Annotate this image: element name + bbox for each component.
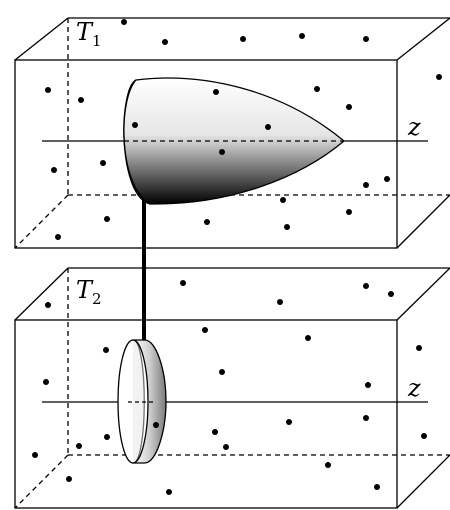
particle <box>104 434 110 440</box>
top-box-front-face <box>14 59 398 249</box>
particle <box>240 36 246 42</box>
particle <box>202 327 208 333</box>
particle <box>219 149 225 155</box>
disk-object <box>117 339 167 464</box>
bottom-temperature-label: T <box>76 276 94 304</box>
top-box-right-depth-top <box>396 17 450 61</box>
particle <box>363 415 369 421</box>
particle <box>100 160 106 166</box>
particle <box>180 280 186 286</box>
bottom-box-right-depth-top <box>396 267 450 321</box>
particle <box>284 224 290 230</box>
particle <box>421 433 427 439</box>
particle <box>384 176 390 182</box>
top-box-right-depth-bottom <box>396 194 450 249</box>
paraboloid-base-rim <box>123 79 151 205</box>
top-axis-label: z <box>407 113 421 141</box>
particle <box>277 299 283 305</box>
top-temperature-label: T <box>76 18 94 46</box>
particle <box>76 443 82 449</box>
particle <box>363 36 369 42</box>
particle <box>325 462 331 468</box>
particle <box>166 489 172 495</box>
bottom-box <box>14 267 450 509</box>
top-box-hidden-depth-edge <box>14 194 69 249</box>
particle <box>103 347 109 353</box>
particle <box>374 484 380 490</box>
particle <box>219 369 225 375</box>
bottom-box-hidden-depth-edge <box>14 454 69 509</box>
particle <box>314 86 320 92</box>
particle <box>45 87 51 93</box>
particle <box>162 39 168 45</box>
top-box-left-depth-top <box>14 17 69 61</box>
particle <box>280 197 286 203</box>
particle <box>51 167 57 173</box>
particle <box>436 74 442 80</box>
particle <box>265 124 271 130</box>
top-box <box>14 17 450 249</box>
particle <box>55 234 61 240</box>
bottom-box-left-depth-top <box>14 267 69 321</box>
particle <box>286 419 292 425</box>
bottom-temperature-subscript: 2 <box>92 290 102 308</box>
particle <box>346 209 352 215</box>
particle <box>363 182 369 188</box>
particle <box>45 302 51 308</box>
particle <box>213 89 219 95</box>
particles-bottom <box>32 280 427 495</box>
particle <box>104 216 110 222</box>
particle <box>32 452 38 458</box>
particle <box>78 97 84 103</box>
particle <box>363 283 369 289</box>
bottom-box-front-face <box>14 319 398 509</box>
particles-top <box>45 19 442 240</box>
particle <box>212 429 218 435</box>
particle <box>132 122 138 128</box>
particle <box>153 422 159 428</box>
particle <box>204 219 210 225</box>
particle <box>66 476 72 482</box>
bottom-box-right-depth-bottom <box>396 454 450 509</box>
particle <box>388 291 394 297</box>
particle <box>346 104 352 110</box>
particle <box>305 335 311 341</box>
particle <box>121 19 127 25</box>
particle <box>416 345 422 351</box>
particle <box>299 33 305 39</box>
particle <box>223 444 229 450</box>
particle <box>365 382 371 388</box>
particle <box>43 379 49 385</box>
top-temperature-subscript: 1 <box>92 32 102 50</box>
bottom-axis-label: z <box>407 374 421 402</box>
